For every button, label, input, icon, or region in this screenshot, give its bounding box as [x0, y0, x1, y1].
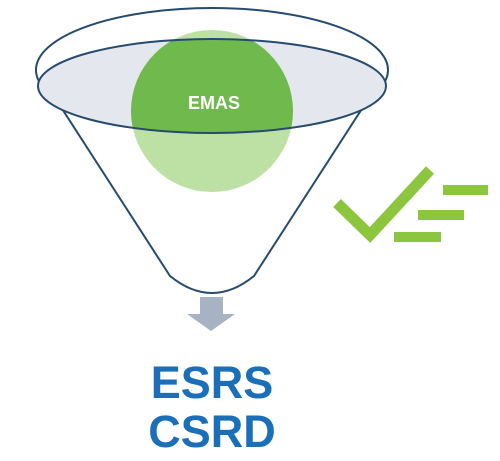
- down-arrow-icon: [187, 297, 235, 331]
- output-csrd: CSRD: [148, 406, 276, 457]
- emas-circle-upper: [131, 39, 293, 133]
- emas-label: EMAS: [188, 93, 240, 113]
- checklist-icon: [333, 166, 488, 243]
- output-esrs: ESRS: [151, 357, 274, 408]
- funnel-inner-rim-outline: [37, 38, 387, 134]
